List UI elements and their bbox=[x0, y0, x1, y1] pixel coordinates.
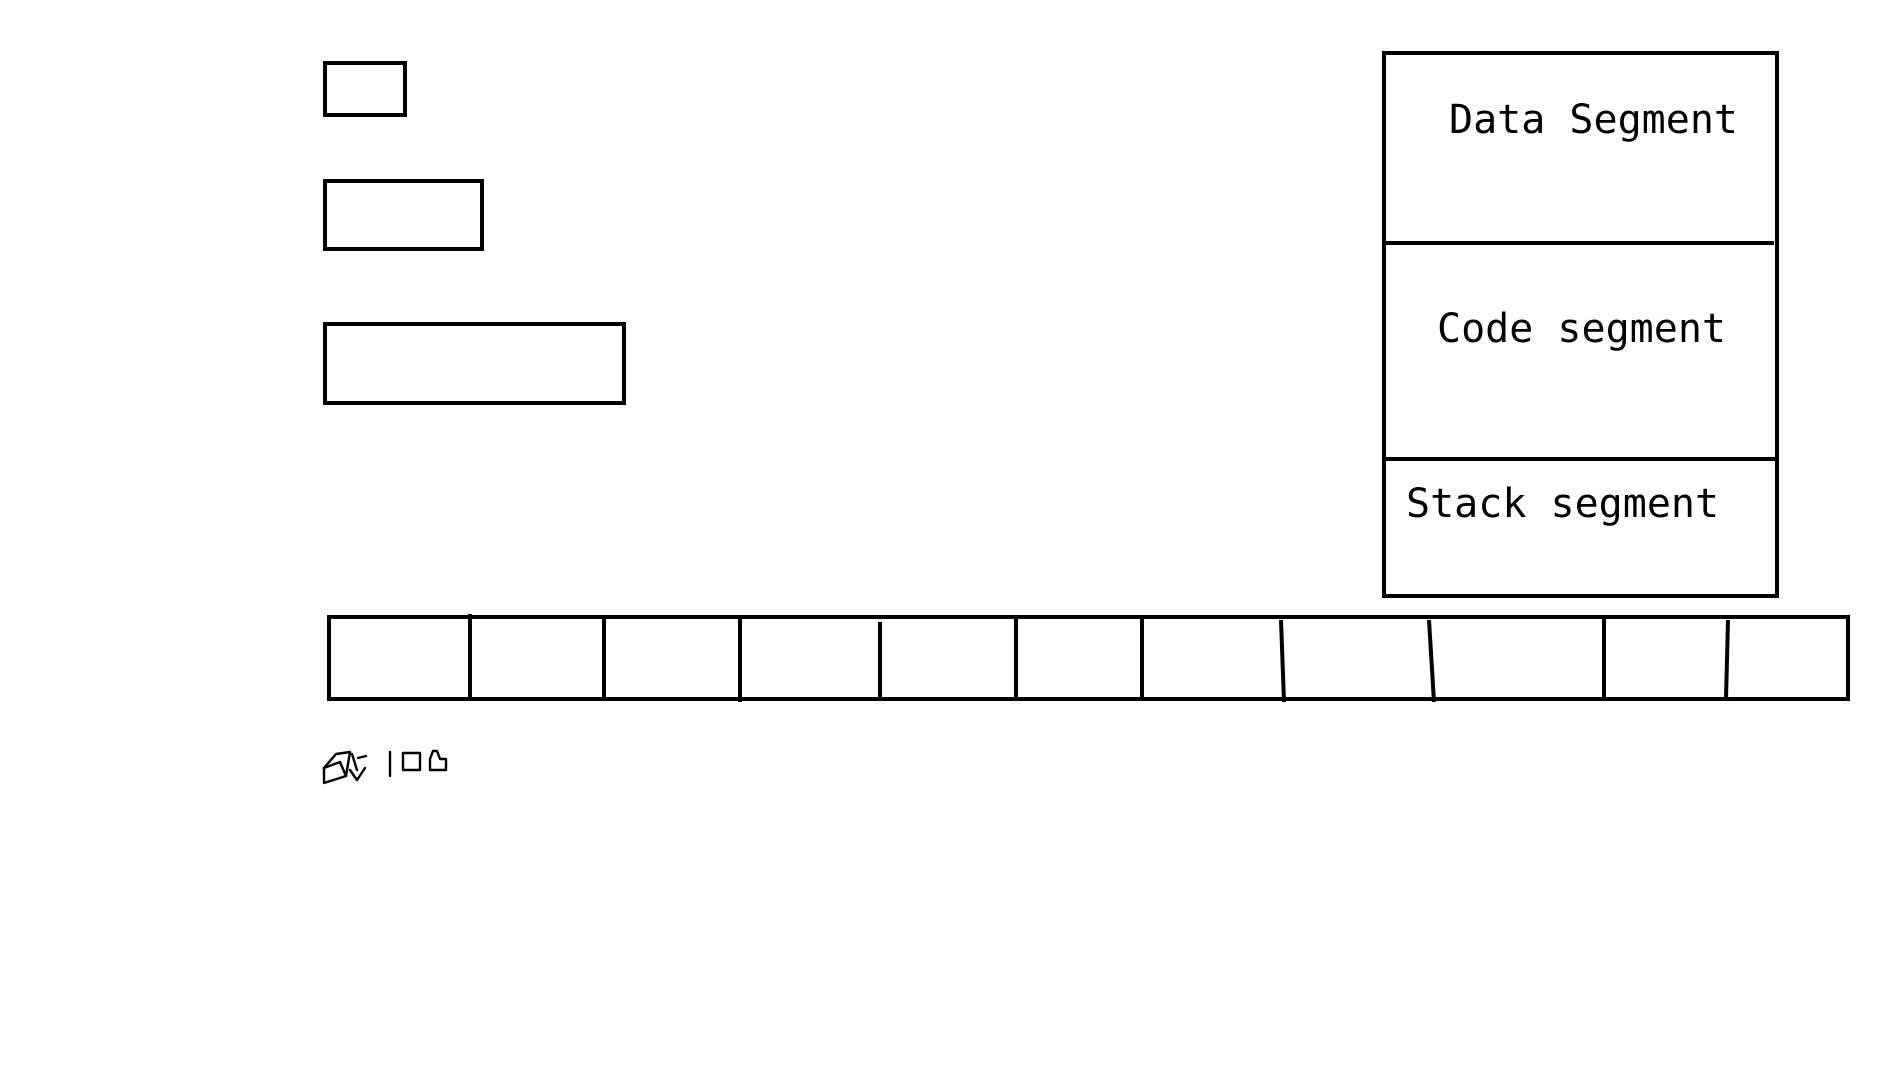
code-segment-label: Code segment bbox=[1437, 306, 1726, 352]
small-box-1 bbox=[323, 61, 407, 117]
handwritten-scribble bbox=[322, 749, 448, 785]
small-box-2 bbox=[323, 179, 484, 251]
memory-cell-divider bbox=[1724, 619, 1730, 700]
memory-cell-divider bbox=[1279, 619, 1286, 703]
small-boxes bbox=[323, 61, 626, 405]
memory-strip bbox=[327, 614, 1850, 703]
data-segment-label: Data Segment bbox=[1449, 97, 1738, 143]
segment-stack-outline bbox=[1382, 51, 1779, 598]
segment-stack: Data Segment Code segment Stack segment bbox=[1382, 51, 1779, 598]
memory-cell-divider bbox=[1427, 619, 1436, 703]
small-box-3 bbox=[323, 322, 626, 405]
stack-segment-label: Stack segment bbox=[1406, 481, 1719, 527]
memory-strip-outline bbox=[327, 615, 1850, 701]
